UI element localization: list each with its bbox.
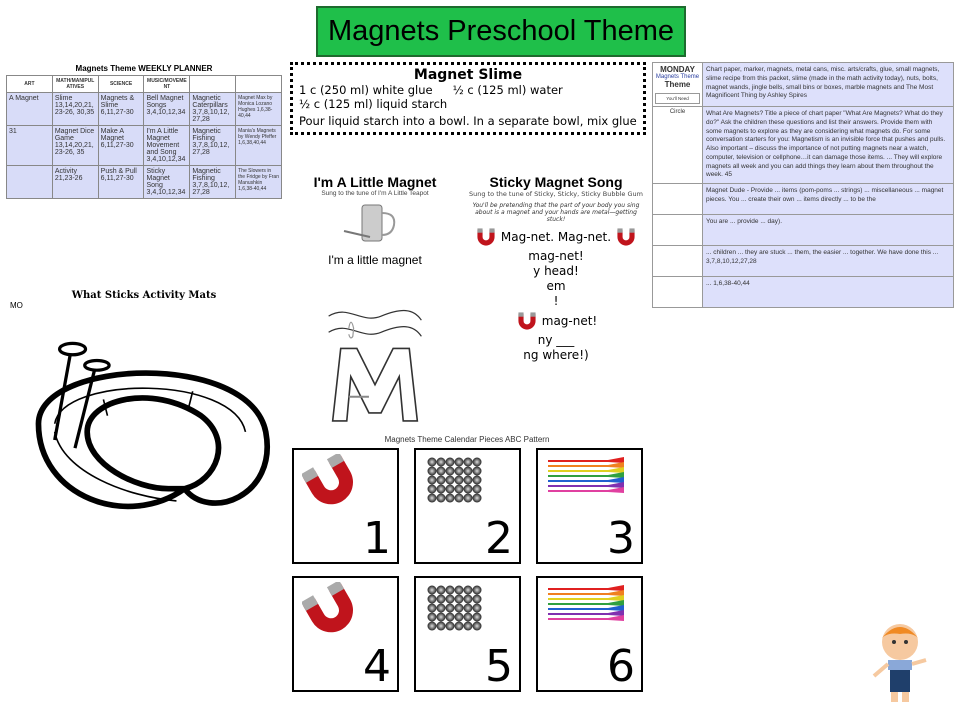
rainbow-bar-magnets-icon <box>548 585 624 621</box>
slime-ingredient: ½ c (125 ml) liquid starch <box>299 97 448 111</box>
calendar-card: 5 <box>414 576 521 692</box>
song-line: em <box>546 279 566 293</box>
table-cell: Make A Magnet 6,11,27-30 <box>97 125 145 166</box>
row5-text: ... children ... they are stuck ... them… <box>703 246 953 277</box>
im-a-little-magnet-song: I'm A Little Magnet Sung to the tune of … <box>290 172 460 267</box>
song-line: Mag-net. Mag-net. <box>500 229 612 244</box>
slime-ingredient: 1 c (250 ml) white glue <box>299 83 433 97</box>
song-line: mag-net! <box>541 313 598 328</box>
rainbow-bar-magnets-icon <box>548 457 624 493</box>
table-cell: A Magnet <box>6 92 53 126</box>
table-cell: Magnets & Slime 6,11,27-30 <box>97 92 145 126</box>
table-cell: Magnetic Caterpillars 3,7,8,10,12,27,28 <box>189 92 237 126</box>
monday-lesson-sheet: MONDAY Magnets Theme Theme You'll Need C… <box>652 62 954 309</box>
table-cell: Push & Pull 6,11,27-30 <box>97 165 145 199</box>
table-cell: Bell Magnet Songs 3,4,10,12,34 <box>143 92 191 126</box>
table-cell: Magnet Max by Monica Lozano Hughes 1,6,3… <box>235 92 282 126</box>
horseshoe-magnet-icon <box>617 228 635 246</box>
magnetic-balls-icon <box>427 585 482 631</box>
slime-title: Magnet Slime <box>413 67 523 83</box>
table-row: A Magnet Slime 13,14,20,21,23-26, 30,35 … <box>6 92 282 126</box>
mat-corner-label: MO <box>10 301 23 310</box>
theme-heading: Theme <box>664 80 691 89</box>
table-cell: Activity 21,23-26 <box>51 165 99 199</box>
calendar-card: 6 <box>536 576 643 692</box>
you-need-arrow: You'll Need <box>655 93 700 104</box>
what-sticks-activity-mat: What Sticks Activity Mats MO <box>6 290 282 590</box>
row4-text: You are ... provide ... day). <box>703 215 953 246</box>
table-cell: Magnetic Fishing 3,7,8,10,12,27,28 <box>189 165 237 199</box>
theme-label: Magnets Theme <box>655 74 700 80</box>
slime-ingredient: ½ c (125 ml) water <box>452 83 563 97</box>
circle-text: What Are Magnets? Title a piece of chart… <box>703 107 953 184</box>
letter-m-tracing-page <box>292 300 458 425</box>
monday-label-cell: MONDAY Magnets Theme Theme You'll Need <box>653 63 703 106</box>
song-line: mag-net! <box>528 249 584 263</box>
horseshoe-magnet-icon <box>477 228 495 246</box>
table-cell: 31 <box>6 125 53 166</box>
slime-instructions: Pour liquid starch into a bowl. In a sep… <box>299 114 637 128</box>
calendar-title: Magnets Theme Calendar Pieces ABC Patter… <box>384 435 550 444</box>
table-cell: The Slowers in the Fridge by Fran Manush… <box>235 165 282 199</box>
song-title: I'm A Little Magnet <box>313 174 437 190</box>
planner-header: MATH/MANIPULATIVES <box>51 75 99 93</box>
song-subtitle: Sung to the tune of I'm A Little Teapot <box>321 190 429 197</box>
table-cell: Magnetic Fishing 3,7,8,10,12,27,28 <box>189 125 237 166</box>
planner-header: ART <box>6 75 53 93</box>
can-paperclip-icon <box>343 204 396 242</box>
calendar-card: 4 <box>292 576 399 692</box>
song-line: ny ___ <box>537 333 575 347</box>
calendar-number: 4 <box>363 641 391 692</box>
row3-text: Magnet Dude - Provide ... items (pom-pom… <box>703 184 953 215</box>
calendar-card: 3 <box>536 448 643 564</box>
magnet-slime-recipe: Magnet Slime 1 c (250 ml) white glue ½ c… <box>290 62 646 135</box>
paperclip-icon <box>348 321 355 339</box>
table-cell: Magnet Dice Game 13,14,20,21,23-26, 35 <box>51 125 99 166</box>
calendar-number: 6 <box>607 641 635 692</box>
table-cell: Mania's Magnets by Wendy Pfeffer 1,6,38,… <box>235 125 282 166</box>
page-title: Magnets Preschool Theme <box>316 6 686 57</box>
planner-title: Magnets Theme WEEKLY PLANNER <box>75 64 213 73</box>
planner-table: ART MATH/MANIPULATIVES SCIENCE MUSIC/MOV… <box>6 75 282 199</box>
table-cell: Sticky Magnet Song 3,4,10,12,34 <box>143 165 191 199</box>
boy-cartoon-icon <box>872 624 927 702</box>
table-cell: Slime 13,14,20,21,23-26, 30,35 <box>51 92 99 126</box>
planner-header <box>189 75 237 93</box>
table-cell <box>6 165 53 199</box>
song-intro: You'll be pretending that the part of yo… <box>472 202 640 223</box>
song-line: ng where!) <box>523 348 589 362</box>
calendar-number: 1 <box>363 513 391 564</box>
calendar-number: 2 <box>485 513 513 564</box>
table-row: 31 Magnet Dice Game 13,14,20,21,23-26, 3… <box>6 125 282 166</box>
weekly-planner-sheet: Magnets Theme WEEKLY PLANNER ART MATH/MA… <box>6 62 282 199</box>
circle-label: Circle <box>653 107 703 184</box>
horseshoe-magnet-icon <box>302 454 353 505</box>
calendar-card: 2 <box>414 448 521 564</box>
song-first-line: I'm a little magnet <box>328 253 422 267</box>
song-subtitle: Sung to the tune of Sticky, Sticky, Stic… <box>469 190 643 198</box>
horseshoe-magnet-icon <box>518 312 536 330</box>
planner-header: SCIENCE <box>97 75 145 93</box>
planner-header <box>235 75 282 93</box>
table-row: Activity 21,23-26 Push & Pull 6,11,27-30… <box>6 165 282 199</box>
mat-title: What Sticks Activity Mats <box>71 290 217 301</box>
letter-m-outline <box>328 309 422 422</box>
calendar-number: 3 <box>607 513 635 564</box>
song-line: ! <box>553 294 559 308</box>
calendar-number: 5 <box>485 641 513 692</box>
calendar-pieces-sheet: Magnets Theme Calendar Pieces ABC Patter… <box>286 432 648 698</box>
magnet-nail-drawing <box>35 341 271 510</box>
magnetic-balls-icon <box>427 457 482 503</box>
you-need-text: Chart paper, marker, magnets, metal cans… <box>703 63 953 106</box>
day-label: MONDAY <box>660 65 695 74</box>
sticky-magnet-song: Sticky Magnet Song Sung to the tune of S… <box>466 172 646 363</box>
song-line: y head! <box>533 264 579 278</box>
planner-header: MUSIC/MOVEMENT <box>143 75 191 93</box>
horseshoe-magnet-icon <box>302 582 353 633</box>
row6-text: ... 1,6,38-40,44 <box>703 277 953 308</box>
song-title: Sticky Magnet Song <box>489 174 623 190</box>
table-cell: I'm A Little Magnet Movement and Song 3,… <box>143 125 191 166</box>
calendar-card: 1 <box>292 448 399 564</box>
